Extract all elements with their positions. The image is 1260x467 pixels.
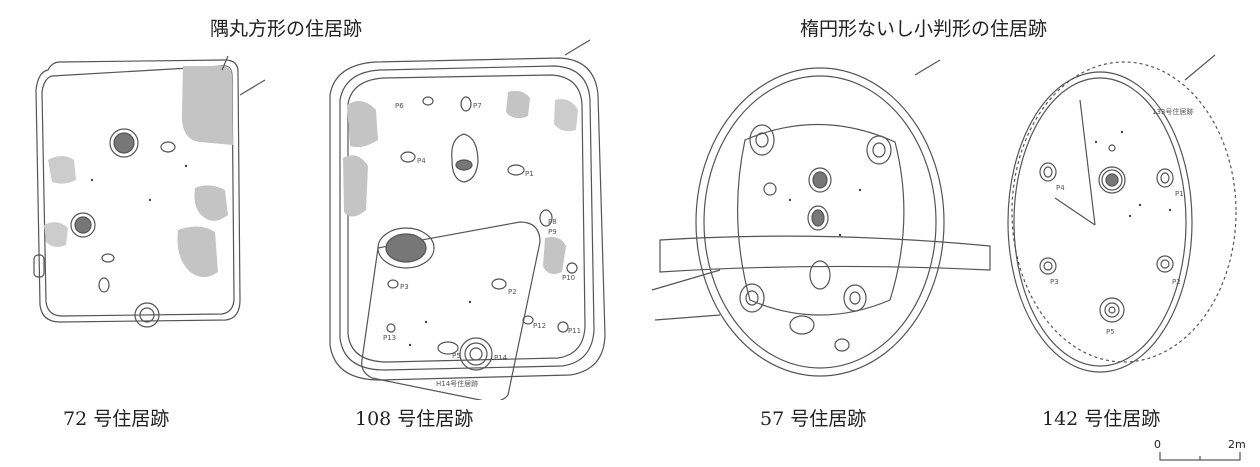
plan-108-shade-ne: [554, 99, 578, 132]
plan-142-p1: [1156, 168, 1174, 188]
svg-text:P13: P13: [383, 334, 396, 342]
plan-72-outer-wall: [35, 59, 241, 323]
plan-72-pit-south: [134, 302, 160, 328]
plan-57-hearth: [812, 171, 828, 189]
plan-57-pit-ne: [866, 135, 892, 165]
heading-rounded-square: 隅丸方形の住居跡: [210, 18, 363, 40]
plan-108-inner-wall: [347, 74, 586, 363]
svg-text:P1: P1: [525, 170, 534, 178]
site-label-142: 142 号住居跡: [1042, 408, 1161, 430]
plan-72-hearth: [113, 132, 135, 154]
site-label-57: 57 号住居跡: [760, 408, 867, 430]
svg-text:P12: P12: [533, 322, 546, 330]
plan-142: [1007, 54, 1237, 373]
plan-57: [651, 59, 991, 377]
plan-57-inner-wall: [703, 75, 937, 369]
plan-108-shade-n: [506, 90, 530, 119]
plan-57-pit-center: [811, 209, 825, 227]
plan-142-inner-wall: [1013, 77, 1187, 367]
plan-108-hearth: [451, 133, 479, 183]
plan-142-p2: [1156, 255, 1174, 273]
plan-108-shade-w2: [343, 155, 368, 217]
svg-text:P6: P6: [395, 102, 404, 110]
plan-drawings: P6 P7 P4 P1 P8 P9 P3 P2 P10 P12 P11 P13 …: [33, 39, 1237, 400]
svg-text:P9: P9: [548, 228, 557, 236]
plan-142-overlap-133: [1011, 61, 1237, 363]
heading-oval: 楕円形ないし小判形の住居跡: [800, 18, 1048, 40]
plan-108-shade-e: [543, 237, 566, 274]
svg-text:P11: P11: [568, 327, 581, 335]
svg-text:P7: P7: [473, 102, 482, 110]
plan-72-shade-e: [194, 185, 228, 221]
svg-text:P1: P1: [1175, 190, 1184, 198]
svg-text:P2: P2: [1172, 278, 1181, 286]
svg-text:P3: P3: [400, 283, 409, 291]
artifact-dots: [90, 130, 1172, 347]
plan-57-inner-ring: [737, 123, 905, 316]
plan-108-overlap-note: H14号住居跡: [436, 379, 478, 388]
plan-142-p5: [1099, 297, 1125, 323]
plan-142-hearth: [1105, 173, 1119, 187]
scale-bar: 0 2m: [1150, 438, 1246, 464]
plan-108: [329, 39, 606, 400]
svg-text:P2: P2: [508, 288, 517, 296]
plan-57-outer-wall: [695, 67, 945, 377]
plan-72-shade-ne: [181, 66, 233, 145]
svg-text:P4: P4: [1056, 184, 1065, 192]
scale-end: 2m: [1228, 438, 1246, 451]
svg-text:P5: P5: [1106, 328, 1115, 336]
plan-142-p4: [1039, 162, 1057, 182]
svg-text:P8: P8: [548, 218, 557, 226]
plan-72-shade-sw: [44, 222, 68, 247]
plan-108-outer-wall: [339, 65, 595, 371]
plan-57-pit-sw: [739, 283, 765, 313]
plan-72-shade-se: [177, 226, 218, 277]
svg-text:P5: P5: [452, 352, 461, 360]
svg-text:P10: P10: [562, 274, 575, 282]
plan-142-outer-wall: [1007, 71, 1193, 373]
plan-142-overlap-note: 133号住居跡: [1152, 107, 1193, 116]
svg-text:P14: P14: [494, 354, 508, 362]
plan-108-outer-boundary: [329, 57, 606, 381]
svg-text:P3: P3: [1050, 278, 1059, 286]
plan-72-shade-w: [48, 156, 76, 184]
scale-start: 0: [1154, 438, 1161, 451]
plan-108-shade-w: [347, 101, 378, 148]
plan-72-pit-center: [74, 216, 92, 234]
plan-57-pit-nw: [749, 124, 775, 156]
plan-108-big-pit: [385, 233, 427, 263]
plan-108-p14: [459, 337, 493, 371]
plan-142-p3: [1039, 257, 1057, 275]
plan-57-pit-se: [843, 284, 867, 312]
plan-57-trench: [659, 235, 991, 273]
svg-text:P4: P4: [417, 157, 426, 165]
plan-108-overlap-h14: [361, 221, 541, 400]
plan-72: [33, 55, 266, 328]
site-label-72: 72 号住居跡: [63, 408, 170, 430]
site-label-108: 108 号住居跡: [355, 408, 474, 430]
